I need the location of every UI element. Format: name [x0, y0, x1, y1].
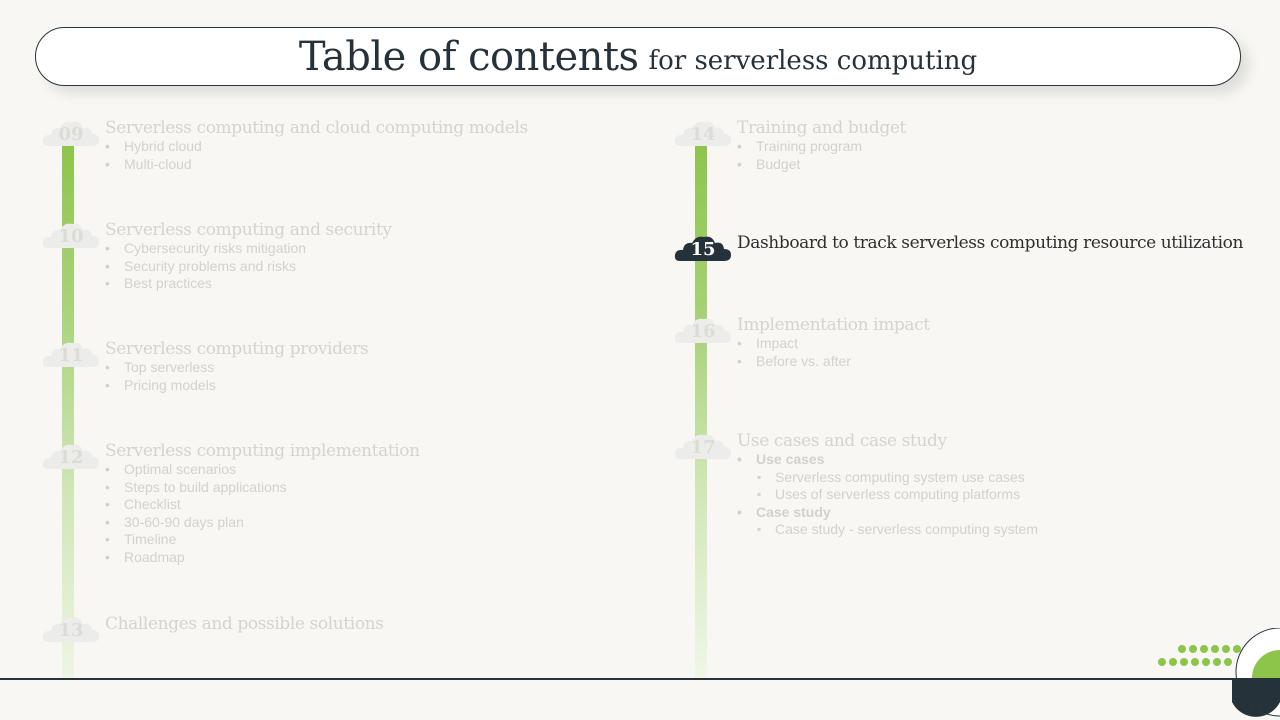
cloud-number-badge: 15	[674, 233, 732, 263]
decorative-dot	[1169, 658, 1177, 666]
decorative-dot	[1180, 658, 1188, 666]
section-item: Before vs. after	[737, 353, 851, 371]
decorative-dot	[1178, 645, 1186, 653]
cloud-number-badge: 11	[42, 339, 100, 369]
section-items: Training programBudget	[737, 138, 862, 173]
section-item: Optimal scenarios	[105, 461, 287, 479]
section-number: 12	[58, 447, 84, 468]
section-title[interactable]: Use cases and case study	[737, 431, 947, 451]
page-title: Table of contents	[298, 33, 639, 80]
decorative-dot	[1202, 658, 1210, 666]
section-item: Best practices	[105, 275, 306, 293]
decorative-dot	[1233, 645, 1241, 653]
section-item: Roadmap	[105, 549, 287, 567]
section-item: Serverless computing system use cases	[737, 469, 1038, 487]
page-number: 71	[1250, 703, 1263, 715]
section-items: Use casesServerless computing system use…	[737, 451, 1038, 539]
section-items: Top serverlessPricing models	[105, 359, 216, 394]
section-title[interactable]: Challenges and possible solutions	[105, 614, 384, 634]
section-item: Training program	[737, 138, 862, 156]
section-title[interactable]: Serverless computing providers	[105, 339, 369, 359]
title-banner: Table of contents for serverless computi…	[35, 27, 1241, 86]
cloud-number-badge: 14	[674, 118, 732, 148]
cloud-number-badge: 17	[674, 431, 732, 461]
cloud-number-badge: 16	[674, 315, 732, 345]
decorative-dot	[1222, 645, 1230, 653]
section-number: 11	[58, 345, 84, 366]
section-item: Multi-cloud	[105, 156, 202, 174]
section-number: 16	[690, 321, 716, 342]
section-items: Optimal scenariosSteps to build applicat…	[105, 461, 287, 567]
cloud-number-badge: 13	[42, 614, 100, 644]
section-items: Hybrid cloudMulti-cloud	[105, 138, 202, 173]
section-number: 14	[690, 124, 716, 145]
section-item: Timeline	[105, 531, 287, 549]
section-item: Security problems and risks	[105, 258, 306, 276]
section-number: 09	[58, 124, 84, 145]
decorative-dot	[1191, 658, 1199, 666]
decorative-dot	[1213, 658, 1221, 666]
section-number: 10	[58, 226, 84, 247]
left-timeline-bar	[62, 138, 74, 680]
section-title[interactable]: Serverless computing implementation	[105, 441, 420, 461]
page-subtitle: for serverless computing	[648, 45, 978, 76]
section-item: Case study	[737, 504, 1038, 522]
section-number: 17	[690, 437, 716, 458]
section-item: 30-60-90 days plan	[105, 514, 287, 532]
section-item: Top serverless	[105, 359, 216, 377]
cloud-number-badge: 10	[42, 220, 100, 250]
section-title[interactable]: Serverless computing and cloud computing…	[105, 118, 528, 138]
section-title[interactable]: Serverless computing and security	[105, 220, 392, 240]
section-item: Case study - serverless computing system	[737, 521, 1038, 539]
section-item: Checklist	[105, 496, 287, 514]
section-number: 13	[58, 620, 84, 641]
section-items: ImpactBefore vs. after	[737, 335, 851, 370]
section-item: Use cases	[737, 451, 1038, 469]
section-title[interactable]: Training and budget	[737, 118, 906, 138]
section-item: Impact	[737, 335, 851, 353]
section-item: Hybrid cloud	[105, 138, 202, 156]
decorative-dot	[1158, 658, 1166, 666]
section-title[interactable]: Dashboard to track serverless computing …	[737, 233, 1243, 253]
section-number: 15	[690, 239, 716, 260]
section-item: Steps to build applications	[105, 479, 287, 497]
decorative-dot	[1211, 645, 1219, 653]
section-title[interactable]: Implementation impact	[737, 315, 930, 335]
right-timeline-bar	[695, 138, 707, 680]
decorative-dot	[1189, 645, 1197, 653]
section-item: Pricing models	[105, 377, 216, 395]
cloud-number-badge: 09	[42, 118, 100, 148]
section-item: Cybersecurity risks mitigation	[105, 240, 306, 258]
decorative-dot	[1224, 658, 1232, 666]
footer-divider	[0, 678, 1280, 680]
section-items: Cybersecurity risks mitigationSecurity p…	[105, 240, 306, 293]
decorative-dot	[1200, 645, 1208, 653]
corner-decoration	[1232, 628, 1280, 720]
section-item: Budget	[737, 156, 862, 174]
cloud-number-badge: 12	[42, 441, 100, 471]
section-item: Uses of serverless computing platforms	[737, 486, 1038, 504]
